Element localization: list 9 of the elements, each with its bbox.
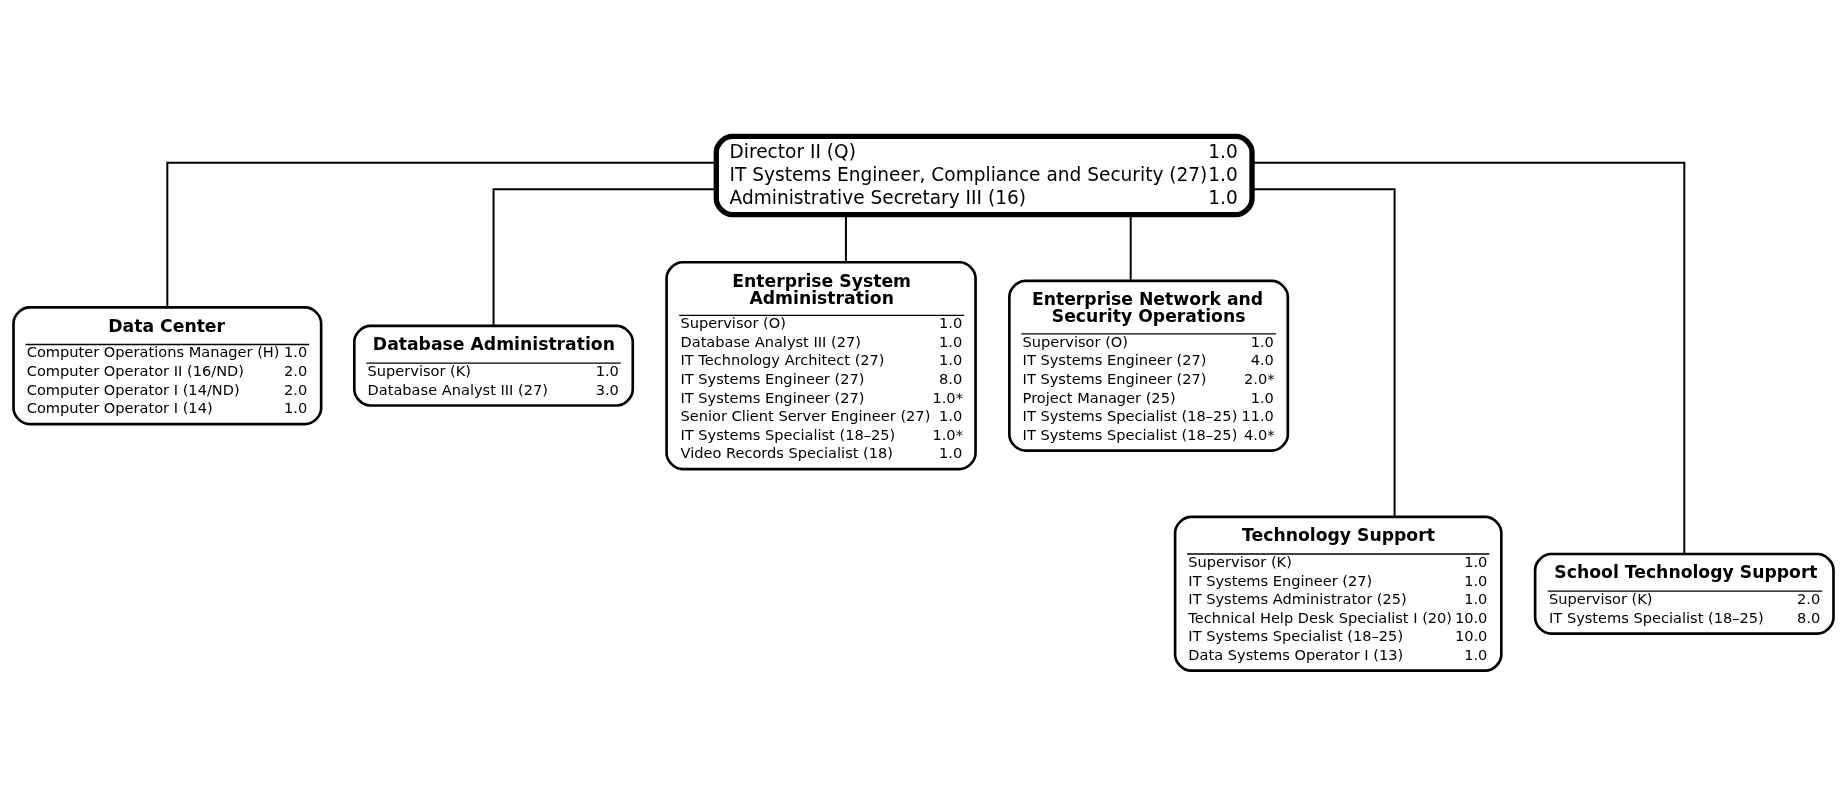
node-box: Enterprise Network and Security Operations Supervisor (O) 1.0 IT Systems Engineer (27) 4.0 IT Systems Engineer (27) 2.0* Project Manager (25) 1.0 IT Systems Specialist (18–25) 11.0 IT Systems Specialist (18–25) 4.0* — [1008, 279, 1290, 452]
connector — [1251, 161, 1686, 555]
node-box: Enterprise System Administration Supervisor (O) 1.0 Database Analyst III (27) 1.0 IT Technology Architect (27) 1.0 IT Systems Engineer (27) 8.0 IT Systems Engineer (27) 1.0* Senior Client Server Engineer (27) 1.0 IT Systems Specialist (18–25) 1.0* Video Records Specialist (18) 1.0 — [665, 260, 977, 471]
node-box: Data Center Computer Operations Manager (H) 1.0 Computer Operator II (16/ND) 2.0 Computer Operator I (14/ND) 2.0 Computer Operator I (14) 1.0 — [12, 306, 323, 426]
node-box: Database Administration Supervisor (K) 1.0 Database Analyst III (27) 3.0 — [352, 324, 635, 407]
node-box: School Technology Support Supervisor (K) 2.0 IT Systems Specialist (18–25) 8.0 — [1533, 552, 1835, 635]
node-box: Technology Support Supervisor (K) 1.0 IT Systems Engineer (27) 1.0 IT Systems Administrator (25) 1.0 Technical Help Desk Specialist I (20) 10.0 IT Systems Specialist (18–25) 10.0 Data Systems Operator I (13) 1.0 — [1173, 515, 1503, 673]
connector — [1251, 188, 1396, 518]
node-box: Director II (Q) 1.0 IT Systems Engineer, Compliance and Security (27)1.0 Administrative Secretary III (16) 1.0 — [713, 133, 1255, 218]
